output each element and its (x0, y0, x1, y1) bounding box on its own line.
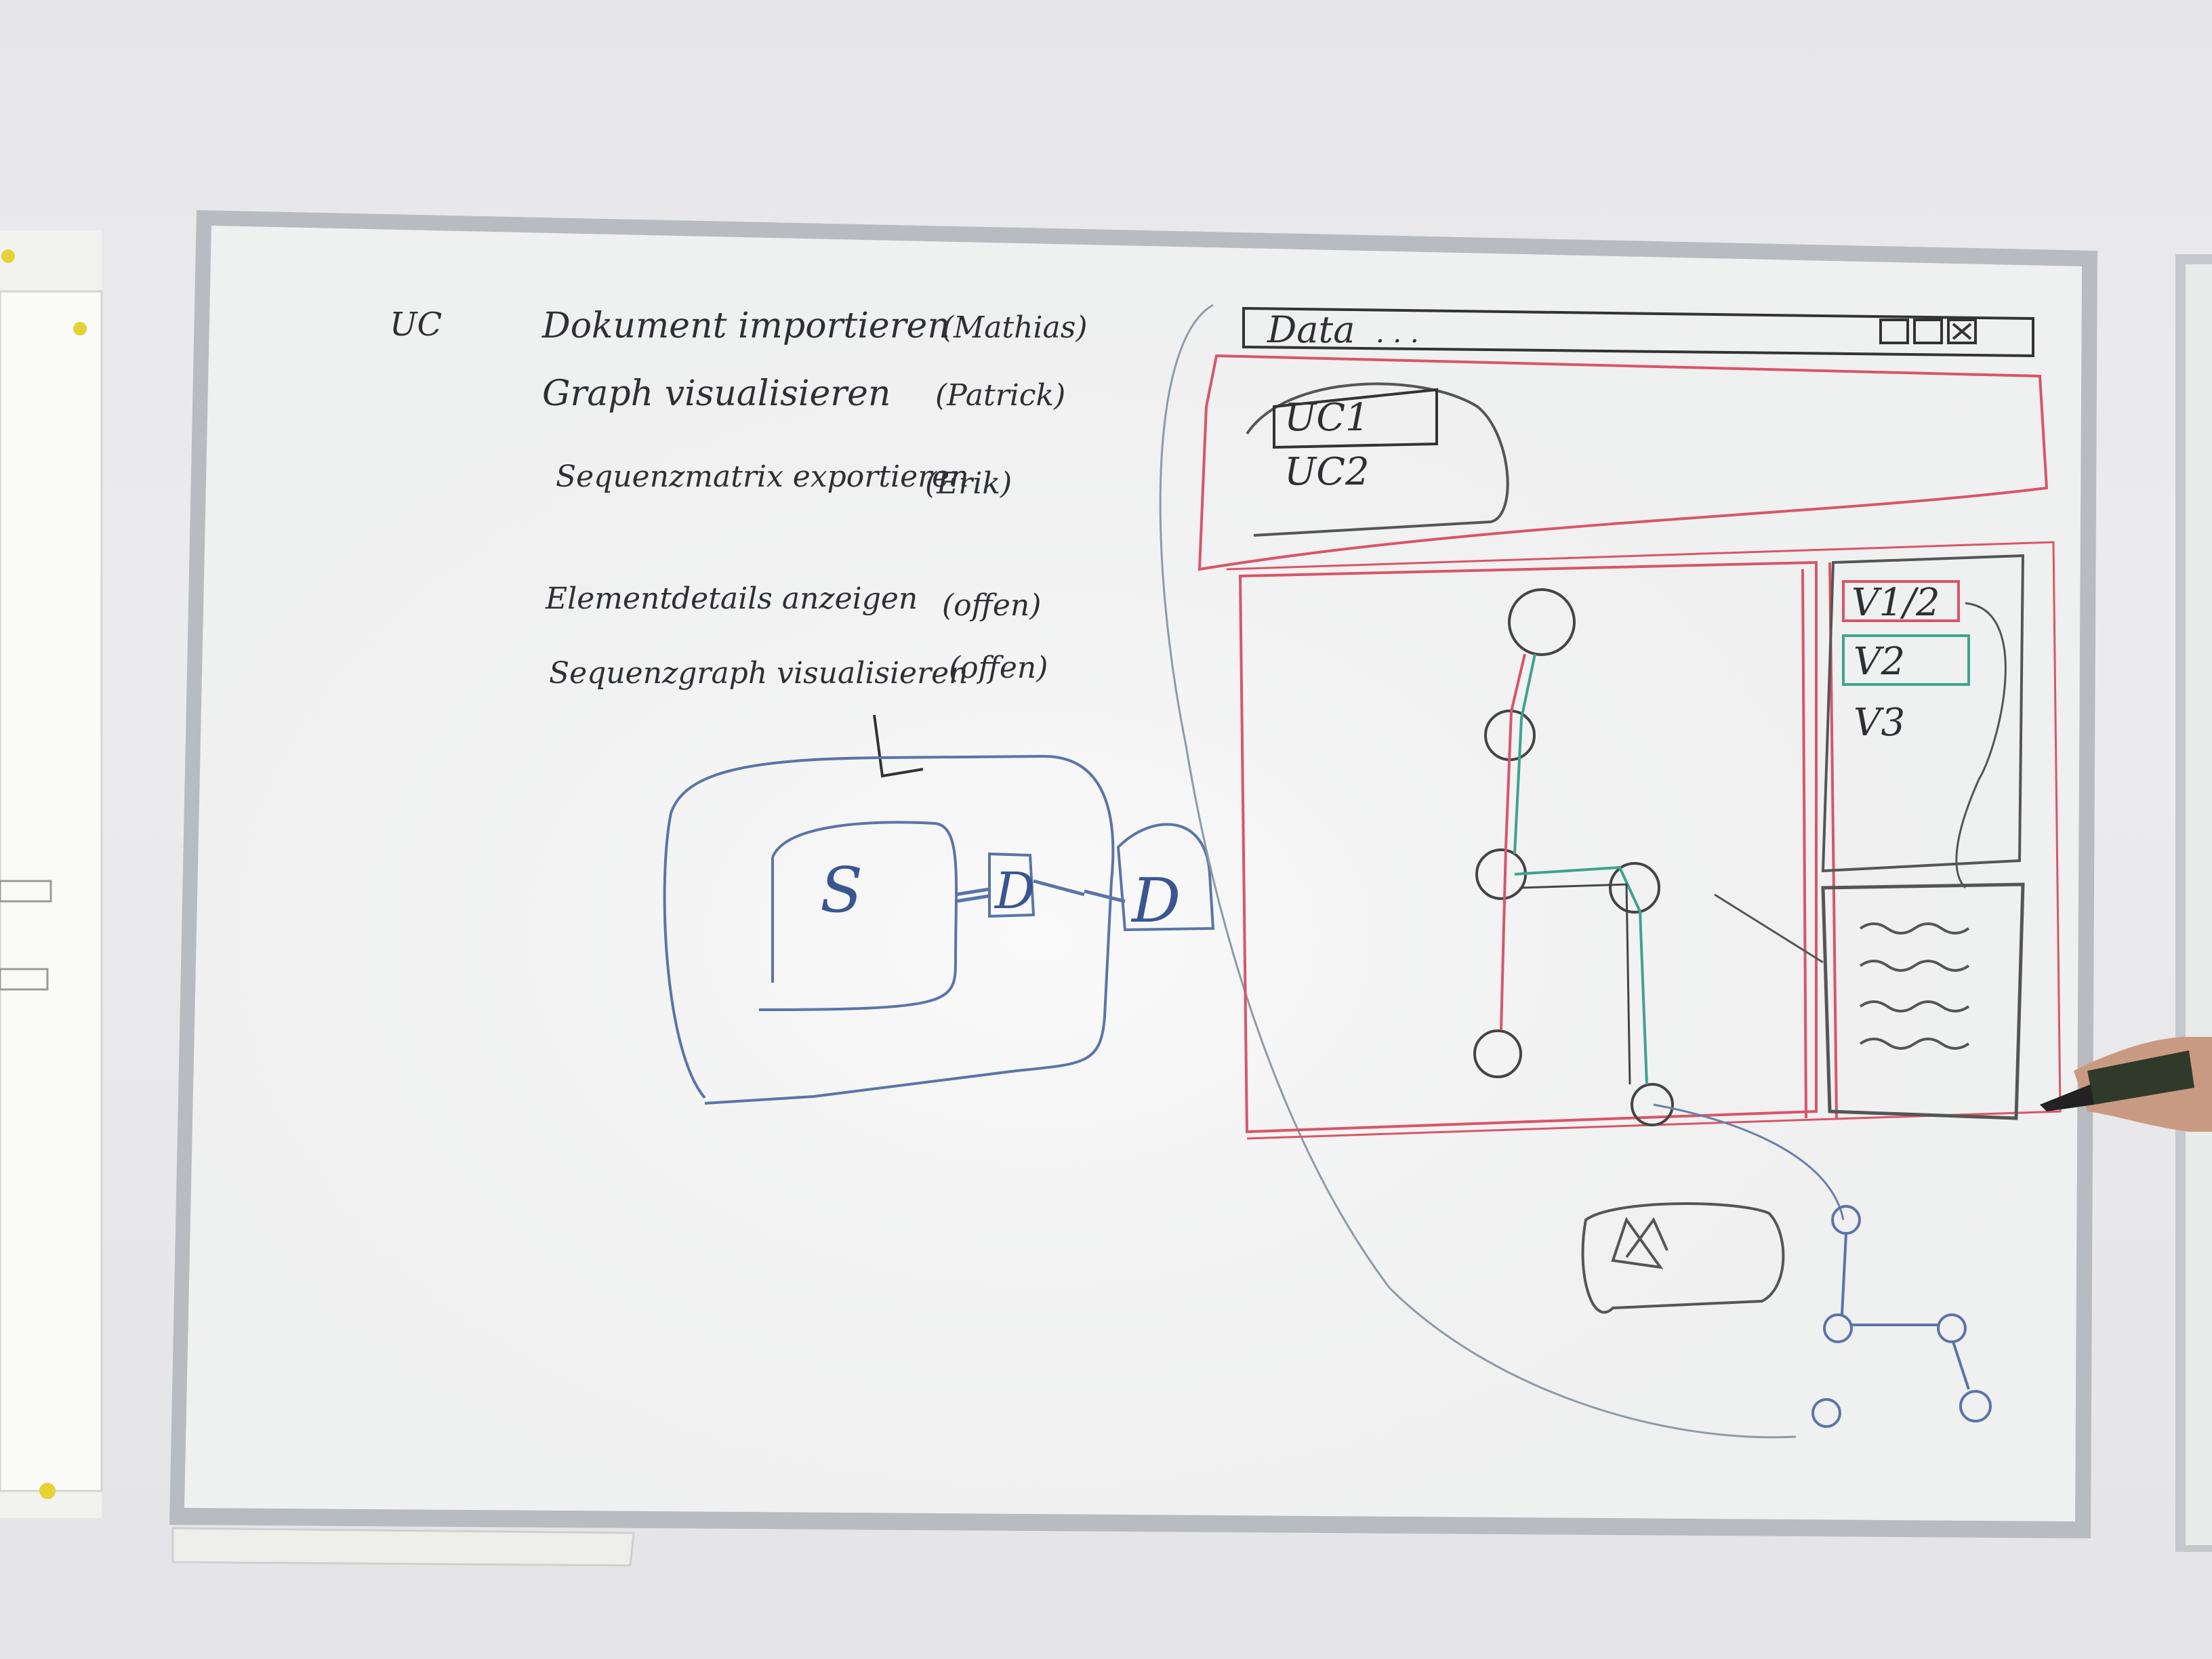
use-case-2: Graph visualisieren (542, 373, 890, 414)
pin-icon (1, 249, 15, 263)
minimize-icon (1879, 319, 1909, 344)
d-box-1 (988, 852, 1036, 918)
adjacent-whiteboard-edge (2175, 254, 2212, 1552)
graph-edge (1500, 653, 1526, 1031)
uc-option-1: UC1 (1284, 396, 1370, 440)
zoom-lens-outline (1159, 304, 1797, 1439)
svg-text:. . .: . . . (1376, 318, 1419, 349)
use-case-3-owner: (Erik) (925, 466, 1012, 501)
window-title: Data (1267, 308, 1355, 351)
use-case-2-owner: (Patrick) (935, 378, 1065, 413)
graph-edge (1514, 865, 1648, 1085)
version-item-3: V3 (1853, 701, 1905, 745)
uc-option-2: UC2 (1284, 450, 1370, 494)
use-case-1-owner: (Mathias) (942, 310, 1088, 345)
blue-architecture-sketch: S D D (663, 754, 1215, 1105)
d-box-2 (1116, 823, 1215, 932)
version-item-1: V1/2 (1851, 581, 1940, 625)
graph-nodes (1473, 588, 1674, 1126)
graph-node (1631, 1083, 1674, 1126)
use-case-5-owner: (offen) (949, 651, 1048, 685)
uc-heading: UC (390, 306, 442, 344)
graph-canvas (1238, 560, 1818, 1134)
left-pinned-paper (0, 230, 103, 1518)
graph-node (1609, 862, 1660, 914)
toolbar-region (1197, 354, 2049, 571)
graph-node (1508, 588, 1576, 656)
s-box (758, 821, 958, 1011)
node-detail-box (1581, 1202, 1785, 1314)
window-titlebar (1242, 306, 2034, 358)
use-case-5: Sequenzgraph visualisieren (549, 656, 968, 691)
hand-with-marker (2040, 1037, 2212, 1132)
use-case-4-owner: (offen) (942, 588, 1041, 623)
marker-tray (171, 1527, 635, 1567)
s-box-label: S (820, 854, 863, 926)
blue-subtree (1811, 1205, 1992, 1428)
maximize-icon (1913, 319, 1943, 344)
details-panel (1821, 882, 2025, 1120)
pin-icon (39, 1483, 56, 1499)
whiteboard (169, 210, 2097, 1567)
graph-node (1473, 1029, 1522, 1078)
d-box-1-label: D (994, 862, 1035, 920)
use-case-3: Sequenzmatrix exportieren (556, 459, 969, 494)
gui-mockup-sketch: Data . . . UC1 UC2 (1159, 304, 2062, 1439)
versions-panel (1821, 554, 2025, 873)
graph-edge (1513, 653, 1536, 855)
use-case-4: Elementdetails anzeigen (545, 581, 918, 616)
uc-dropdown (1246, 382, 1509, 537)
pin-icon (73, 322, 87, 335)
outer-box (663, 754, 1115, 1105)
graph-edge (1521, 883, 1631, 1085)
use-case-list: UC Dokument importieren (Mathias) Graph … (390, 306, 1088, 778)
version-item-2: V2 (1853, 640, 1905, 684)
close-icon (1947, 319, 1977, 344)
d-box-2-label: D (1130, 865, 1181, 937)
use-case-1: Dokument importieren (541, 306, 950, 346)
